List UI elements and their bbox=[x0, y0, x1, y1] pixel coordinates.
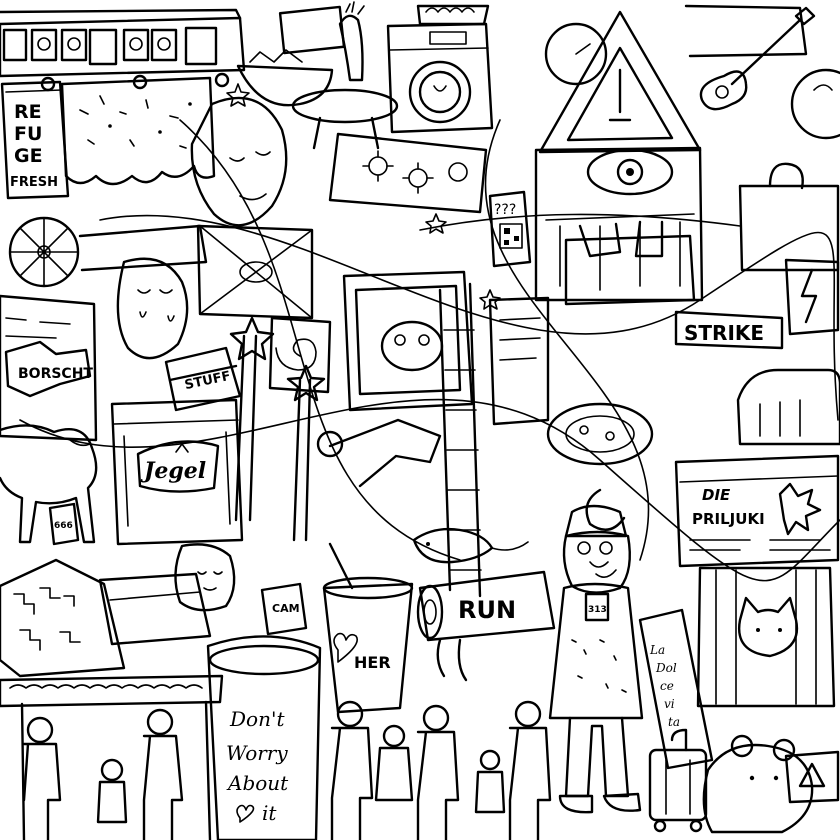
refugee-line-2: FU bbox=[14, 123, 42, 145]
priljuki-text: PRILJUKI bbox=[692, 510, 765, 528]
wheelbarrow bbox=[8, 216, 208, 288]
bus-shelter bbox=[0, 674, 224, 840]
dolce-vita-3: ce bbox=[660, 679, 674, 693]
her-cup: HER bbox=[322, 542, 414, 714]
star-sticks bbox=[229, 316, 326, 542]
guitar bbox=[699, 6, 816, 111]
dont-worry-line-4: it bbox=[262, 801, 277, 825]
queue-people-center bbox=[330, 700, 552, 840]
die-priljuki-box: DIE PRILJUKI bbox=[674, 454, 840, 568]
la-dolce-vita-coat: La Dol ce vi ta bbox=[638, 608, 714, 770]
borscht-box: BORSCHT bbox=[0, 294, 98, 442]
paper-flag bbox=[684, 4, 808, 58]
queue-people-left bbox=[22, 708, 184, 840]
dolce-vita-5: ta bbox=[668, 715, 680, 729]
raised-fist bbox=[736, 368, 840, 446]
sign-post bbox=[278, 1, 365, 82]
round-clock bbox=[790, 68, 840, 140]
refugee-line-3: GE bbox=[14, 145, 43, 167]
dont-worry-line-3: About bbox=[226, 771, 289, 795]
small-warning-sign bbox=[784, 750, 840, 804]
gift-box bbox=[738, 162, 840, 272]
flat-cushion bbox=[98, 572, 212, 646]
run-can: RUN bbox=[416, 570, 556, 682]
stuff-text: STUFF bbox=[183, 369, 232, 393]
tangled-wire bbox=[19, 119, 840, 582]
basket-of-food bbox=[416, 4, 490, 26]
strike-text: STRIKE bbox=[684, 321, 764, 345]
crying-face bbox=[116, 257, 189, 360]
question-tag: ??? bbox=[488, 190, 532, 268]
wardrobe bbox=[488, 234, 696, 426]
spiral-card bbox=[268, 316, 332, 394]
tablet-device bbox=[342, 270, 474, 412]
dont-worry-line-1: Don't bbox=[229, 707, 285, 731]
bear-head bbox=[702, 734, 814, 834]
jegel-text: Jegel bbox=[140, 458, 206, 484]
badge-number: 313 bbox=[588, 605, 607, 615]
food-bowl bbox=[236, 49, 334, 107]
dolce-vita-1: La bbox=[649, 643, 665, 657]
torn-map bbox=[60, 76, 216, 186]
strike-sign: STRIKE bbox=[674, 310, 784, 350]
cam-card: CAM bbox=[260, 582, 308, 636]
run-text: RUN bbox=[458, 596, 516, 624]
die-text: DIE bbox=[702, 486, 731, 504]
patterned-sweater bbox=[0, 558, 126, 678]
refugee-line-1: RE bbox=[14, 101, 42, 123]
rolling-suitcase bbox=[648, 728, 708, 833]
eye-cabinet bbox=[534, 146, 704, 302]
clothesline bbox=[419, 213, 741, 258]
salami-slice bbox=[585, 488, 626, 531]
dont-worry-line-2: Worry bbox=[226, 741, 288, 765]
cat-in-cage bbox=[696, 566, 836, 708]
round-table bbox=[291, 88, 399, 150]
flower-pillow bbox=[328, 132, 488, 214]
tag-666: 666 bbox=[48, 502, 80, 546]
flag-banner bbox=[196, 224, 314, 320]
power-shape bbox=[784, 258, 840, 336]
rat bbox=[412, 527, 529, 564]
tag-666-text: 666 bbox=[54, 521, 73, 531]
dolce-vita-4: vi bbox=[664, 697, 675, 711]
dog bbox=[0, 424, 98, 544]
rounded-face bbox=[174, 543, 236, 612]
ladder-shelf bbox=[438, 282, 482, 598]
dolce-vita-2: Dol bbox=[655, 661, 677, 675]
washing-machine bbox=[386, 22, 494, 134]
sleeping-face bbox=[190, 96, 288, 227]
her-text: HER bbox=[354, 653, 391, 672]
dont-worry-paper: Don't Worry About it bbox=[206, 635, 322, 840]
refugee-fresh-can: RE FU GE FRESH bbox=[0, 80, 70, 200]
borscht-text: BORSCHT bbox=[18, 366, 93, 382]
decor-stars bbox=[226, 83, 501, 310]
cam-text: CAM bbox=[272, 602, 300, 615]
stretching-figure bbox=[316, 418, 442, 488]
question-tag-text: ??? bbox=[494, 202, 516, 218]
refugee-line-4: FRESH bbox=[10, 175, 58, 190]
jegel-tin: Jegel bbox=[110, 398, 244, 546]
stopwatch bbox=[544, 22, 608, 86]
old-man-figure: 313 bbox=[548, 504, 644, 814]
